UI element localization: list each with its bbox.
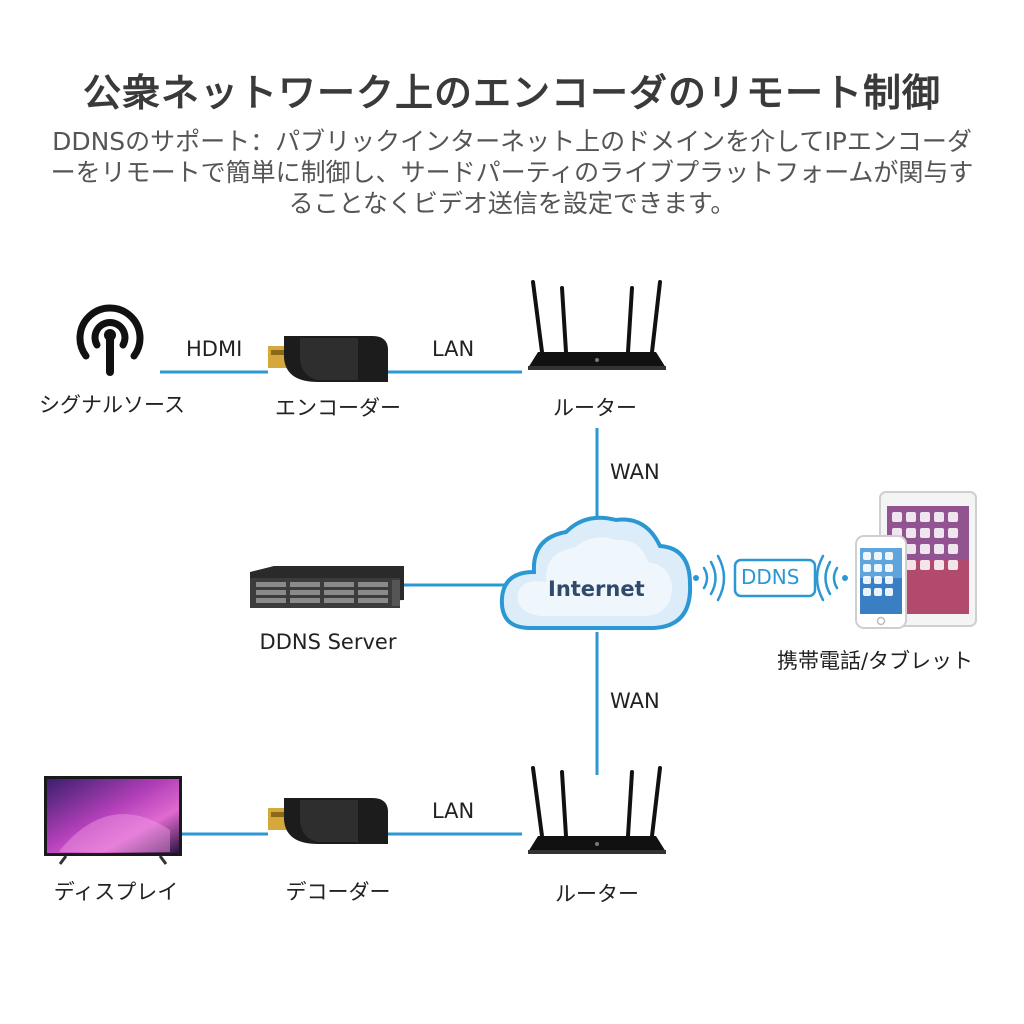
- internet-cloud-icon: [499, 515, 693, 630]
- phone-icon: [855, 535, 907, 629]
- signal-waves-left-icon: [693, 554, 726, 602]
- router-top-icon: [528, 280, 666, 370]
- router-bottom-label: ルーター: [555, 882, 639, 906]
- ddns-box-label: DDNS: [741, 565, 800, 589]
- decoder-device-icon: [268, 798, 388, 844]
- ddns-server-icon: [250, 566, 404, 608]
- page-description: DDNSのサポート：パブリックインターネット上のドメインを介してIPエンコーダー…: [50, 127, 974, 218]
- router-bottom-icon: [528, 766, 666, 854]
- display-label: ディスプレイ: [53, 880, 179, 904]
- mobile-label: 携帯電話/タブレット: [776, 649, 974, 673]
- signal-source-label: シグナルソース: [39, 393, 185, 417]
- signal-waves-right-icon: [815, 554, 848, 602]
- wan-label-top: WAN: [610, 460, 660, 484]
- broadcast-icon: [76, 304, 144, 376]
- hdmi-label: HDMI: [186, 337, 243, 361]
- encoder-label: エンコーダー: [275, 396, 401, 420]
- wan-label-bottom: WAN: [610, 689, 660, 713]
- page-title: 公衆ネットワーク上のエンコーダのリモート制御: [82, 71, 941, 115]
- internet-label: Internet: [548, 577, 645, 601]
- ddns-server-label: DDNS Server: [259, 630, 397, 654]
- encoder-device-icon: [268, 336, 388, 382]
- tv-display-icon: [44, 776, 182, 865]
- connection-lines: [160, 370, 599, 836]
- lan-label-top: LAN: [432, 337, 475, 361]
- router-top-label: ルーター: [553, 396, 637, 420]
- lan-label-bottom: LAN: [432, 799, 475, 823]
- ddns-box: [733, 558, 817, 598]
- decoder-label: デコーダー: [285, 880, 391, 904]
